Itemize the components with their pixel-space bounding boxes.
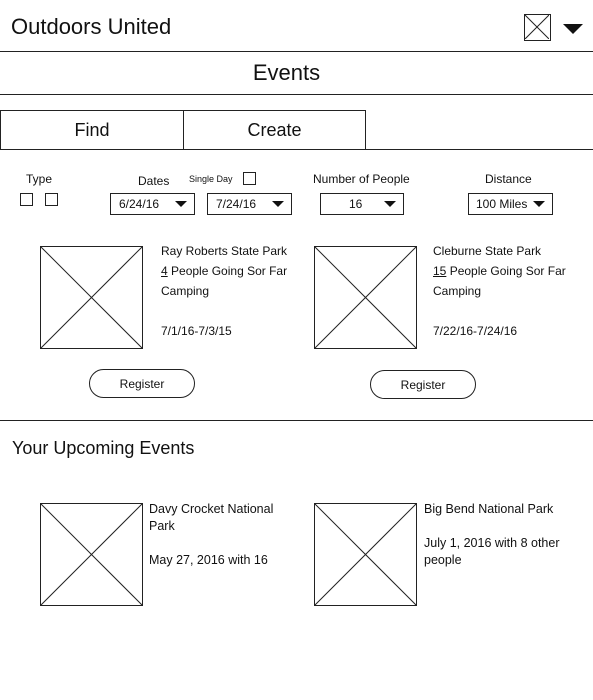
event-image: [314, 246, 417, 349]
people-value: 16: [349, 197, 363, 211]
event-info: Cleburne State Park 15 People Going Sor …: [433, 241, 566, 341]
going-count[interactable]: 15: [433, 264, 447, 278]
end-date-value: 7/24/16: [216, 197, 257, 211]
going-count[interactable]: 4: [161, 264, 168, 278]
distance-value: 100 Miles: [476, 197, 528, 211]
register-button[interactable]: Register: [89, 369, 195, 398]
distance-dropdown[interactable]: 100 Miles: [468, 193, 553, 215]
upcoming-event-detail: July 1, 2016 with 8 other: [424, 536, 560, 550]
event-going: 4 People Going Sor Far: [161, 261, 287, 281]
going-text: People Going Sor Far: [446, 264, 566, 278]
caret-down-icon: [384, 201, 396, 207]
end-date-dropdown[interactable]: 7/24/16: [207, 193, 292, 215]
register-label: Register: [400, 377, 446, 392]
upcoming-event-detail-cont: people: [424, 553, 462, 567]
register-button[interactable]: Register: [370, 370, 476, 399]
single-day-label: Single Day: [189, 174, 233, 184]
going-text: People Going Sor Far: [167, 264, 288, 278]
upcoming-event-info: Davy Crocket National Park May 27, 2016 …: [149, 501, 273, 569]
tab-baseline: [365, 149, 593, 150]
event-name: Cleburne State Park: [433, 244, 542, 258]
tab-label: Find: [74, 119, 110, 140]
dates-label: Dates: [138, 174, 170, 188]
tab-label: Create: [247, 119, 302, 140]
upcoming-event-detail: May 27, 2016 with 16: [149, 553, 268, 567]
distance-label: Distance: [485, 172, 532, 186]
app-title: Outdoors United: [11, 14, 172, 39]
upcoming-event-image: [314, 503, 417, 606]
start-date-dropdown[interactable]: 6/24/16: [110, 193, 195, 215]
title-divider: [0, 94, 593, 95]
single-day-checkbox[interactable]: [243, 172, 256, 185]
upcoming-event-name: Davy Crocket National: [149, 502, 274, 516]
header-divider: [0, 51, 593, 52]
event-name: Ray Roberts State Park: [161, 244, 288, 258]
people-label: Number of People: [313, 172, 410, 186]
event-dates: 7/1/16-7/3/15: [161, 324, 232, 338]
upcoming-event-name: Big Bend National Park: [424, 502, 554, 516]
event-image: [40, 246, 143, 349]
tab-create[interactable]: Create: [183, 110, 366, 150]
caret-down-icon: [175, 201, 187, 207]
caret-down-icon: [272, 201, 284, 207]
avatar-icon[interactable]: [524, 14, 551, 41]
caret-down-icon: [533, 201, 545, 207]
event-activity: Camping: [161, 284, 210, 298]
chevron-down-icon[interactable]: [563, 24, 583, 34]
event-info: Ray Roberts State Park 4 People Going So…: [161, 241, 287, 341]
event-activity: Camping: [433, 284, 482, 298]
upcoming-title: Your Upcoming Events: [12, 438, 195, 458]
page-title: Events: [252, 60, 321, 85]
type-label: Type: [26, 172, 53, 186]
upcoming-event-info: Big Bend National Park July 1, 2016 with…: [424, 501, 560, 569]
upcoming-event-name-cont: Park: [149, 519, 175, 533]
section-divider: [0, 420, 593, 421]
register-label: Register: [119, 376, 165, 391]
event-dates: 7/22/16-7/24/16: [433, 324, 518, 338]
upcoming-event-image: [40, 503, 143, 606]
start-date-value: 6/24/16: [119, 197, 160, 211]
type-checkbox-2[interactable]: [45, 193, 58, 206]
tab-find[interactable]: Find: [0, 110, 184, 150]
type-checkbox-1[interactable]: [20, 193, 33, 206]
people-dropdown[interactable]: 16: [320, 193, 404, 215]
event-going: 15 People Going Sor Far: [433, 261, 566, 281]
